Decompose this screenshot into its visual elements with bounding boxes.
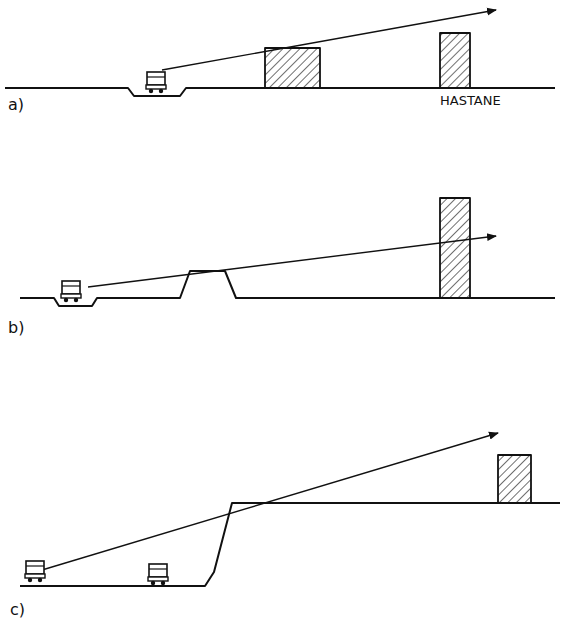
panel-letter: a) [8,97,24,113]
building-label: HASTANE [440,94,501,107]
panel-letter: c) [10,602,25,618]
panel-letter: b) [8,320,24,336]
